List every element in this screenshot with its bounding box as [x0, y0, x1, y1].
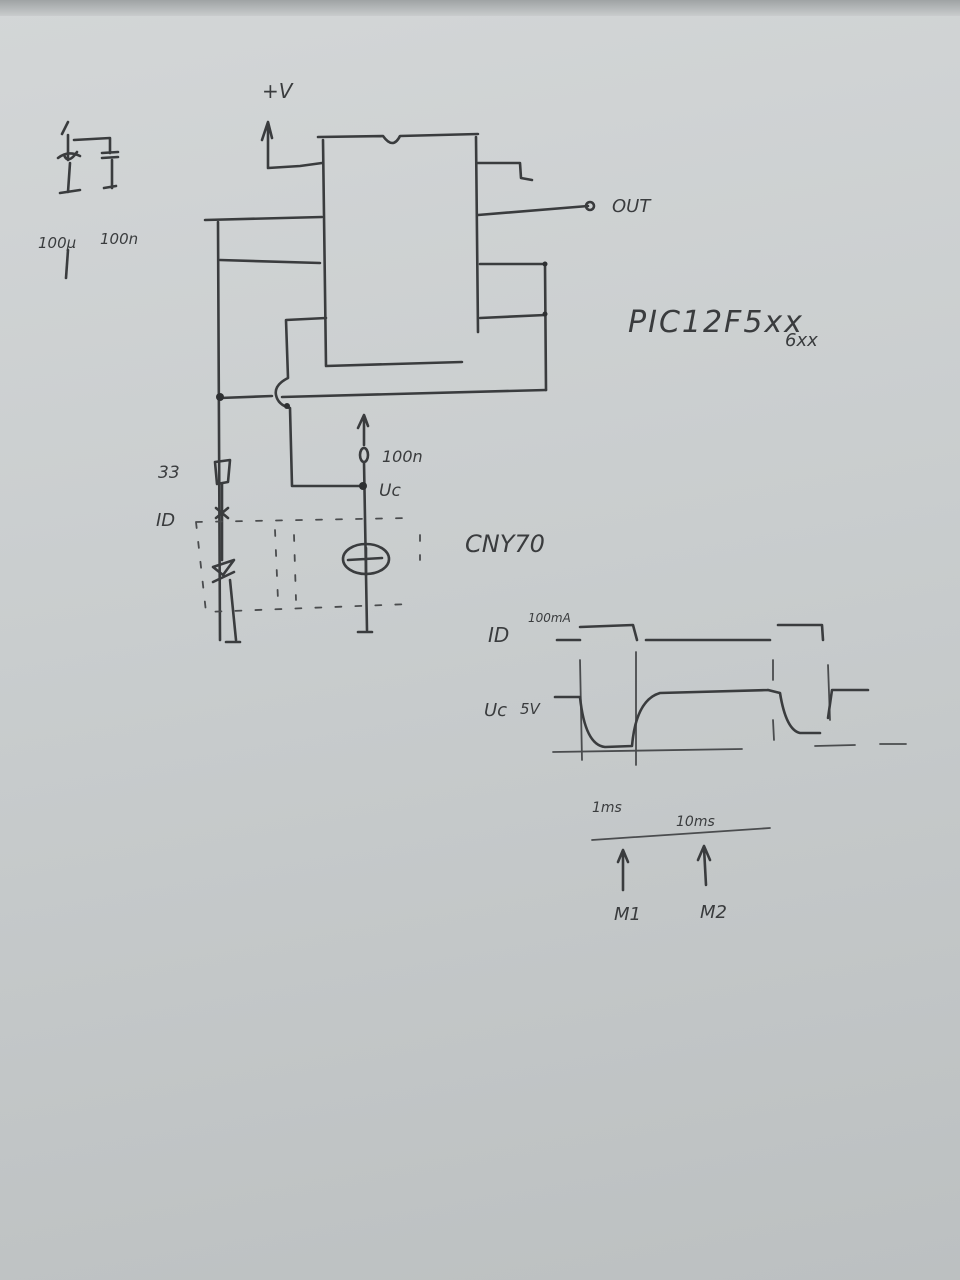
timing-current-label: ID	[488, 623, 509, 647]
chip-label: PIC12F5xx	[628, 305, 804, 340]
marker-m1: M1	[614, 904, 641, 925]
chip-variant-label: 6xx	[785, 330, 818, 351]
supply-arrow	[260, 120, 324, 170]
resistor-33	[213, 458, 232, 486]
chip-body	[316, 132, 480, 368]
led-current-label: ID	[156, 510, 175, 531]
collector-voltage-waveform	[553, 688, 870, 749]
pin-out	[476, 204, 590, 217]
timing-diagram	[552, 623, 907, 766]
cap-label-100n: 100n	[100, 230, 138, 248]
paper-edge-shadow	[0, 0, 960, 16]
collector-cap-label: 100n	[382, 447, 423, 466]
left-bus	[203, 215, 362, 642]
period-label: 10ms	[676, 814, 715, 830]
right-pin-bus	[478, 262, 548, 392]
timing-voltage-value: 5V	[520, 700, 542, 718]
out-terminal	[584, 200, 596, 212]
pulse-width-label: 1ms	[592, 800, 622, 816]
period-bracket	[591, 827, 771, 841]
cap-label-100u: 100µ	[38, 234, 76, 252]
zero-axis	[552, 743, 907, 753]
ir-led	[211, 482, 242, 644]
sensor-label: CNY70	[465, 530, 545, 558]
pin-ground	[476, 161, 534, 182]
led-current-waveform	[555, 623, 825, 642]
out-label: OUT	[612, 196, 652, 217]
timing-voltage-label: Uc	[484, 700, 507, 721]
collector-node-label: Uc	[379, 481, 401, 501]
supply-label: +V	[262, 79, 294, 103]
pullup-element	[358, 446, 370, 464]
measurement-arrows	[616, 844, 712, 892]
resistor-label: 33	[158, 463, 180, 483]
marker-m2: M2	[700, 902, 727, 923]
collector-line	[356, 413, 374, 634]
timing-current-value: 100mA	[528, 611, 571, 625]
ground-rail	[218, 388, 548, 400]
decoupling-capacitors	[56, 120, 120, 280]
